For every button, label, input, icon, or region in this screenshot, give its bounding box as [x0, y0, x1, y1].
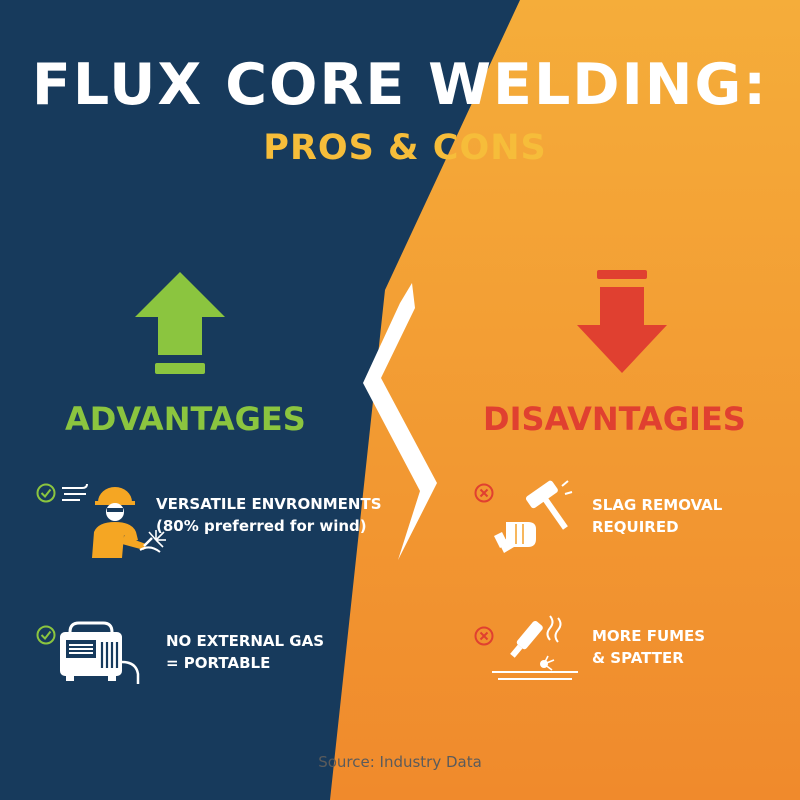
check-circle-icon: [36, 625, 56, 645]
check-circle-icon: [36, 483, 56, 503]
disadvantage-item: MORE FUMES & SPATTER: [474, 612, 774, 692]
disadvantage-line2: & SPATTER: [592, 649, 684, 667]
advantage-line2: (80% preferred for wind): [156, 517, 367, 535]
source-note: Source: Industry Data: [318, 753, 482, 771]
page-title: FLUX CORE WELDING:: [31, 52, 769, 118]
welding-torch-icon: [492, 615, 578, 680]
disadvantage-line2: REQUIRED: [592, 518, 679, 536]
advantage-text: VERSATILE ENVRONMENTS (80% preferred for…: [156, 493, 382, 537]
navy-panel: [0, 0, 520, 800]
advantage-item: VERSATILE ENVRONMENTS (80% preferred for…: [36, 480, 416, 560]
x-circle-icon: [474, 483, 494, 503]
page-subtitle: PROS & CONS: [263, 128, 547, 168]
welding-machine-icon: [60, 621, 140, 684]
arrow-up-icon: [135, 272, 225, 374]
chipping-hammer-icon: [494, 480, 573, 553]
disadvantage-text: MORE FUMES & SPATTER: [592, 625, 705, 669]
disadvantage-line1: MORE FUMES: [592, 627, 706, 645]
disadvantage-item: SLAG REMOVAL REQUIRED: [474, 478, 774, 558]
disadvantage-text: SLAG REMOVAL REQUIRED: [592, 494, 722, 538]
advantage-line2: = PORTABLE: [166, 654, 271, 672]
arrow-down-icon: [577, 270, 667, 373]
welder-icon: [62, 483, 166, 558]
advantage-item: NO EXTERNAL GAS = PORTABLE: [36, 621, 416, 692]
advantage-line1: VERSATILE ENVRONMENTS: [156, 495, 382, 513]
disadvantages-heading: DISAVNTAGIES: [483, 400, 746, 438]
advantage-line1: NO EXTERNAL GAS: [166, 632, 325, 650]
divider-zigzag: [363, 283, 437, 560]
advantages-heading: ADVANTAGES: [65, 400, 306, 438]
x-circle-icon: [474, 626, 494, 646]
disadvantage-line1: SLAG REMOVAL: [592, 496, 723, 514]
advantage-text: NO EXTERNAL GAS = PORTABLE: [166, 630, 324, 674]
